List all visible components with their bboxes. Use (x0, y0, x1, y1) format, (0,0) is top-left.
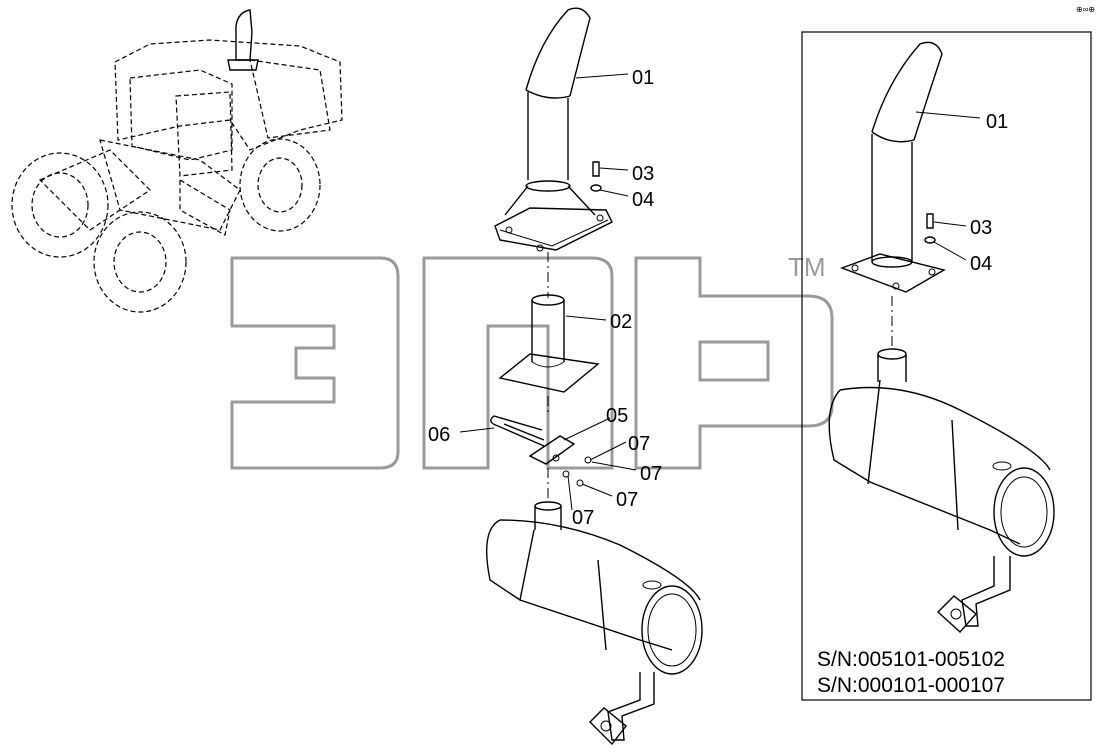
callout-03: 03 (632, 163, 654, 185)
serial-number-range-1: S/N:005101-005102 (817, 648, 1005, 671)
callout-04: 04 (632, 189, 654, 211)
inset-leader-lines (915, 111, 981, 261)
inset-exhaust-assembly (828, 41, 1055, 633)
inset-callout-03: 03 (970, 217, 992, 239)
inset-callout-01: 01 (986, 111, 1008, 133)
callout-05: 05 (606, 405, 628, 427)
main-leader-lines (459, 73, 637, 511)
wheel-loader-outline (11, 9, 343, 313)
main-exhaust-assembly (485, 7, 703, 746)
serial-number-range-2: S/N:000101-000107 (817, 674, 1005, 697)
watermark-tm: TM (788, 252, 826, 282)
callout-02: 02 (610, 311, 632, 333)
corner-mark: ⊕∞⊕ (1076, 5, 1095, 14)
callout-07: 07 (628, 433, 650, 455)
callout-07: 07 (640, 463, 662, 485)
inset-callout-04: 04 (970, 253, 992, 275)
inset-frame (801, 31, 1092, 701)
callout-01: 01 (632, 67, 654, 89)
callout-07: 07 (616, 489, 638, 511)
callout-07: 07 (572, 507, 594, 529)
callout-06: 06 (428, 424, 450, 446)
